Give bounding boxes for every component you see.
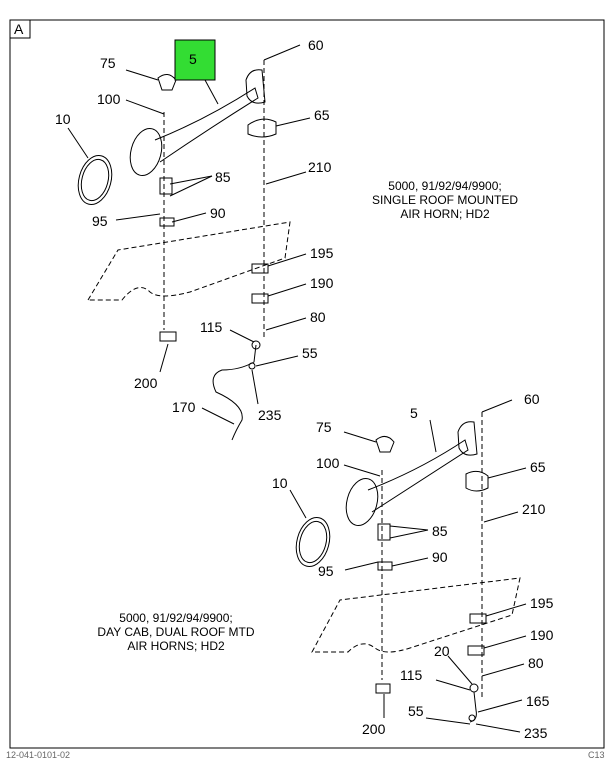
callout-lower-55[interactable]: 55 [408, 703, 424, 719]
lower-horn-mount [457, 421, 478, 456]
upper-clip-85 [159, 177, 173, 195]
callout-upper-200[interactable]: 200 [134, 375, 158, 391]
callout-lower-20[interactable]: 20 [434, 643, 450, 659]
callout-upper-115[interactable]: 115 [200, 319, 223, 335]
lower-air-line [469, 691, 477, 723]
lower-plate-195 [469, 613, 487, 624]
callout-upper-75[interactable]: 75 [100, 55, 116, 71]
upper-horn-bell [129, 127, 163, 177]
upper-plate-195 [251, 263, 269, 274]
callout-lower-115[interactable]: 115 [400, 667, 423, 683]
callout-lower-60[interactable]: 60 [524, 391, 540, 407]
callout-lower-190[interactable]: 190 [530, 627, 554, 643]
lower-note-line-3: AIR HORNS; HD2 [127, 639, 225, 653]
callout-lower-75[interactable]: 75 [316, 419, 332, 435]
upper-assembly: 5 75 100 10 60 65 210 85 95 90 195 190 8… [55, 37, 334, 441]
footer-right: C13 [588, 750, 605, 760]
upper-horn-mount [245, 69, 266, 104]
callout-lower-200[interactable]: 200 [362, 721, 386, 737]
upper-air-line [212, 344, 257, 441]
lower-bracket-65 [465, 470, 489, 492]
callout-upper-170[interactable]: 170 [172, 399, 196, 415]
callout-lower-85[interactable]: 85 [432, 523, 448, 539]
lower-roof-panel [311, 577, 521, 653]
upper-note-line-1: 5000, 91/92/94/9900; [388, 179, 501, 193]
callout-lower-100[interactable]: 100 [316, 455, 340, 471]
upper-roof-panel [87, 221, 291, 301]
lower-note-line-1: 5000, 91/92/94/9900; [119, 611, 232, 625]
callout-upper-85[interactable]: 85 [215, 169, 231, 185]
callout-lower-235[interactable]: 235 [524, 725, 548, 741]
lower-clip-85 [377, 523, 391, 541]
callout-upper-80[interactable]: 80 [310, 309, 326, 325]
upper-ring-10 [77, 154, 113, 206]
upper-note-line-3: AIR HORN; HD2 [400, 207, 490, 221]
lower-clip-75 [375, 436, 395, 453]
upper-note-line-2: SINGLE ROOF MOUNTED [372, 193, 518, 207]
callout-upper-195[interactable]: 195 [310, 245, 334, 261]
upper-clip-75 [157, 74, 177, 91]
frame-label-box [9, 19, 31, 39]
lower-ring-10 [295, 516, 331, 568]
upper-plate-200 [159, 331, 177, 342]
callout-lower-5[interactable]: 5 [410, 405, 418, 421]
callout-upper-60[interactable]: 60 [308, 37, 324, 53]
callout-lower-95[interactable]: 95 [318, 563, 334, 579]
callout-upper-55[interactable]: 55 [302, 345, 318, 361]
callout-upper-100[interactable]: 100 [97, 91, 121, 107]
lower-horn-body [367, 439, 469, 513]
lower-clip-90 [377, 561, 393, 571]
callout-lower-165[interactable]: 165 [526, 693, 550, 709]
highlight-label: 5 [189, 51, 197, 67]
upper-plate-190 [251, 293, 269, 304]
callout-lower-10[interactable]: 10 [272, 475, 288, 491]
lower-note-line-2: DAY CAB, DUAL ROOF MTD [97, 625, 254, 639]
callout-lower-65[interactable]: 65 [530, 459, 546, 475]
lower-horn-bell [345, 477, 379, 527]
callout-lower-90[interactable]: 90 [432, 549, 448, 565]
callout-lower-195[interactable]: 195 [530, 595, 554, 611]
diagram-border [9, 19, 605, 749]
callout-upper-90[interactable]: 90 [210, 205, 226, 221]
highlight-part-5[interactable] [174, 39, 216, 81]
lower-plate-190 [467, 645, 485, 656]
callout-upper-210[interactable]: 210 [308, 159, 332, 175]
upper-clip-90 [159, 217, 175, 227]
upper-bracket-65 [247, 118, 277, 138]
callout-lower-210[interactable]: 210 [522, 501, 546, 517]
lower-plate-200 [375, 683, 391, 694]
footer-left: 12-041-0101-02 [6, 750, 70, 760]
upper-horn-body [154, 87, 259, 163]
callout-upper-95[interactable]: 95 [92, 213, 108, 229]
lower-assembly: 5 60 75 100 65 10 85 210 95 90 195 190 2… [272, 391, 554, 741]
callout-upper-65[interactable]: 65 [314, 107, 330, 123]
callout-upper-190[interactable]: 190 [310, 275, 334, 291]
callout-upper-10[interactable]: 10 [55, 111, 71, 127]
callout-lower-80[interactable]: 80 [528, 655, 544, 671]
frame-label: A [14, 21, 24, 37]
callout-upper-235[interactable]: 235 [258, 407, 282, 423]
